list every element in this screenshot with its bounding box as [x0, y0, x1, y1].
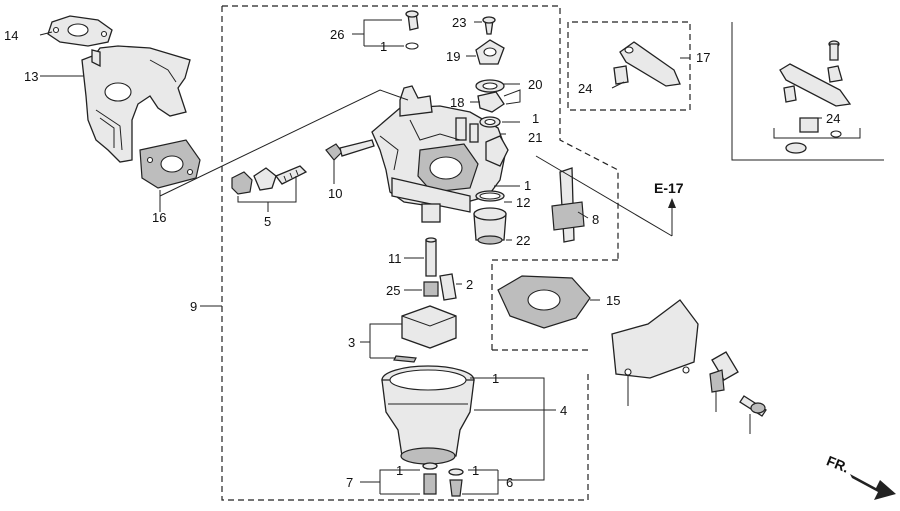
label-1-chamber: 1 [492, 371, 499, 386]
carburetor-body [371, 85, 509, 223]
part-3-float [393, 305, 457, 363]
label-24-inset: 24 [826, 111, 840, 126]
label-11: 11 [388, 251, 402, 266]
part-13-bracket [81, 45, 191, 163]
label-15: 15 [606, 293, 620, 308]
part-16-insulator [139, 139, 201, 189]
front-direction-arrow [850, 474, 896, 500]
reference-e17: E-17 [654, 180, 684, 196]
label-13: 13 [24, 69, 38, 84]
label-5: 5 [264, 214, 271, 229]
label-10: 10 [328, 186, 342, 201]
part-11-jet [425, 237, 437, 277]
boundary-lines [221, 5, 691, 501]
part-17-lever [613, 41, 681, 87]
label-1-upper: 1 [380, 39, 387, 54]
label-20: 20 [528, 77, 542, 92]
lower-right-bracket [611, 299, 767, 434]
part-5-screw-set [231, 165, 308, 195]
label-24-box: 24 [578, 81, 592, 96]
part-10-pilot-screw [325, 139, 375, 161]
upper-components [405, 10, 521, 128]
leader-lines [39, 19, 822, 495]
bolts-6-7 [422, 462, 464, 497]
label-3: 3 [348, 335, 355, 350]
label-16: 16 [152, 210, 166, 225]
part-15-gasket [497, 275, 591, 329]
label-6: 6 [506, 475, 513, 490]
label-1-mid: 1 [532, 111, 539, 126]
part-8-float-valve [551, 167, 585, 243]
label-12: 12 [516, 195, 530, 210]
part-2-float-pin [439, 273, 457, 301]
label-7: 7 [346, 475, 353, 490]
part-12-o-ring [475, 190, 505, 202]
label-25: 25 [386, 283, 400, 298]
front-marker-label: FR. [824, 452, 851, 475]
label-1-bolt-left: 1 [396, 463, 403, 478]
label-26: 26 [330, 27, 344, 42]
label-8: 8 [592, 212, 599, 227]
label-4: 4 [560, 403, 567, 418]
label-2: 2 [466, 277, 473, 292]
label-14: 14 [4, 28, 18, 43]
part-22-valve-seat [473, 207, 507, 245]
label-18: 18 [450, 95, 464, 110]
part-4-float-chamber [381, 365, 475, 465]
label-9: 9 [190, 299, 197, 314]
part-25-main-jet [423, 281, 439, 297]
inset-frame [731, 22, 884, 161]
label-1-right: 1 [524, 178, 531, 193]
label-22: 22 [516, 233, 530, 248]
part-14-gasket [47, 15, 113, 47]
inset-parts [779, 40, 852, 154]
label-23: 23 [452, 15, 466, 30]
label-17: 17 [696, 50, 710, 65]
label-19: 19 [446, 49, 460, 64]
label-1-bolt-right: 1 [472, 463, 479, 478]
label-21: 21 [528, 130, 542, 145]
